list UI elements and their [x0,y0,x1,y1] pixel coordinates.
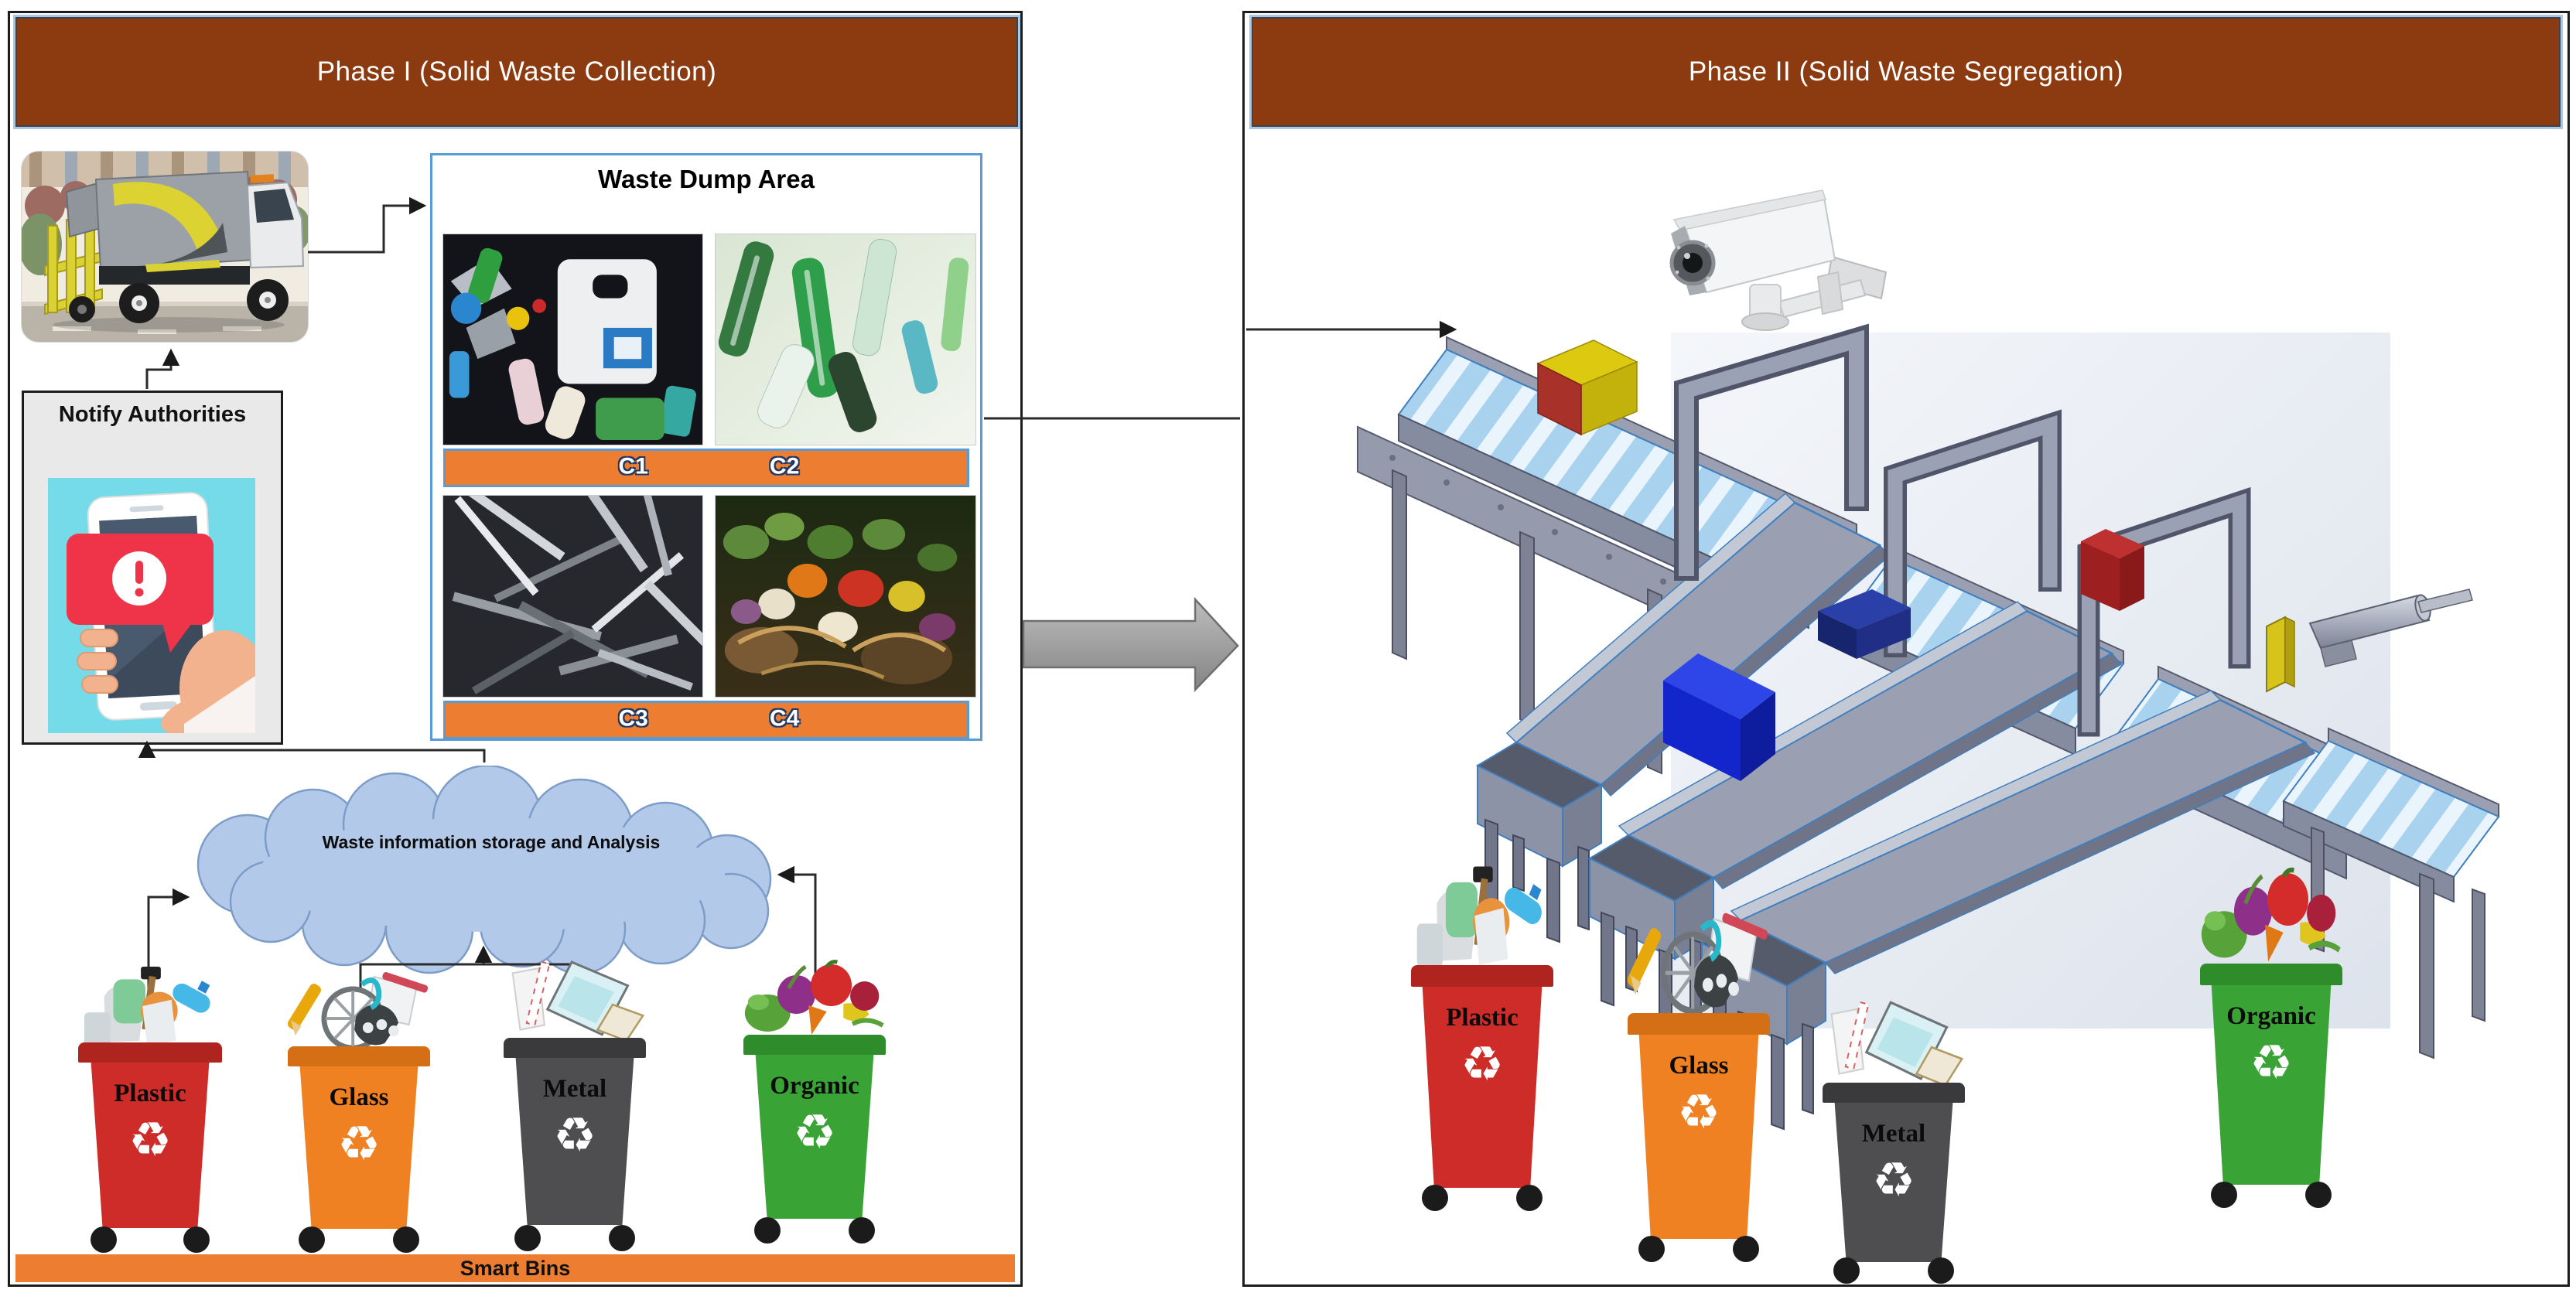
bin-lid [1823,1083,1965,1103]
bin-wheel [849,1217,875,1244]
photo-metal-waste [443,496,702,697]
bin-wheel [2305,1182,2332,1208]
bin-body: Organic ♻ [2211,985,2332,1185]
bin-label: Plastic [114,1080,186,1107]
bin-body: Organic ♻ [755,1055,874,1219]
gantry-frames [1674,323,2251,737]
category-bar-c3-c4: C3 C4 [443,701,969,739]
cloud-label: Waste information storage and Analysis [322,832,661,852]
chute-1 [1475,492,1891,943]
bin-body: Plastic ♻ [1422,987,1543,1188]
bin-glass-right: Glass ♻ [1623,911,1775,1264]
photo-plastic-waste [443,234,702,445]
phase1-header: Phase I (Solid Waste Collection) [15,17,1018,127]
hand [77,629,255,733]
bin-wheel [2211,1182,2237,1208]
metal-trash-icon [1818,999,1970,1090]
waste-dump-area-box: Waste Dump Area [430,153,982,741]
category-label-c3: C3 [618,705,648,732]
blue-box-on-chute [1663,653,1775,781]
bin-lid [1411,965,1553,987]
organic-trash-icon [2195,865,2347,971]
bin-wheel [1733,1236,1759,1262]
bin-organic-right: Organic ♻ [2195,865,2347,1209]
smart-bins-label: Smart Bins [460,1256,571,1280]
bin-wheel [1422,1185,1448,1211]
bin-wheel [1638,1236,1665,1262]
cctv-camera [1663,186,1911,371]
pusher-cylinder [2308,589,2473,667]
bin-body: Plastic ♻ [91,1063,210,1228]
bin-wheel [183,1226,210,1253]
recycle-icon: ♻ [128,1111,172,1168]
blue-gate-box [1818,589,1911,659]
bin-wheel [91,1226,117,1253]
red-slab [2081,529,2144,611]
yellow-plate [2266,616,2295,693]
bin-lid [504,1038,646,1058]
category-label-c2: C2 [769,453,800,479]
alert-bubble-icon [67,534,214,653]
bin-lid [78,1042,222,1063]
bin-plastic-right: Plastic ♻ [1406,865,1558,1211]
recycle-icon: ♻ [337,1115,381,1172]
phone-alert-illustration [48,478,255,733]
bin-wheel [514,1225,541,1251]
bin-body: Glass ♻ [299,1066,419,1229]
recycle-icon: ♻ [1461,1035,1504,1092]
organic-trash-icon [739,957,890,1042]
smart-bins-bar: Smart Bins [15,1254,1015,1282]
recycle-icon: ♻ [2250,1034,2293,1090]
photo-glass-waste [716,234,975,445]
chute-2 [1587,601,2123,1044]
bin-lid [743,1035,886,1055]
bin-lid [2200,964,2342,985]
phase2-header: Phase II (Solid Waste Segregation) [1252,17,2561,127]
bin-wheel [754,1217,781,1244]
metal-trash-icon [499,959,651,1046]
bin-body: Glass ♻ [1638,1035,1759,1239]
category-label-c1: C1 [618,453,648,479]
bin-organic-left: Organic ♻ [739,957,890,1244]
recycle-icon: ♻ [1872,1151,1915,1208]
bin-label: Organic [2226,1002,2316,1030]
bin-body: Metal ♻ [515,1058,634,1225]
phase-transition-arrow [1022,596,1239,693]
recycle-icon: ♻ [1677,1083,1720,1140]
yellow-waste-box [1536,339,1638,436]
waste-dump-area-title: Waste Dump Area [598,165,815,193]
bin-metal-right: Metal ♻ [1818,999,1970,1284]
bin-label: Metal [1861,1120,1926,1148]
category-label-c4: C4 [769,705,800,732]
glass-trash-icon [1623,911,1775,1021]
bin-label: Organic [770,1072,859,1100]
bin-label: Glass [329,1083,389,1111]
bin-body: Metal ♻ [1834,1103,1953,1262]
garbage-truck-image [22,152,308,342]
bin-wheel [1928,1257,1954,1284]
bin-plastic-left: Plastic ♻ [73,965,227,1253]
category-bar-c1-c2: C1 C2 [443,449,969,487]
bin-wheel [1833,1257,1860,1284]
bin-label: Glass [1669,1052,1729,1080]
notify-authorities-title: Notify Authorities [58,402,247,427]
cloud-shape [196,766,772,975]
bin-lid [1628,1013,1770,1035]
bin-glass-left: Glass ♻ [283,971,435,1253]
bin-wheel [609,1225,635,1251]
bin-lid [288,1046,430,1066]
bin-label: Plastic [1446,1004,1519,1032]
bin-label: Metal [542,1075,607,1103]
bin-wheel [393,1226,419,1253]
glass-trash-icon [283,971,435,1056]
bin-wheel [1516,1185,1543,1211]
bin-metal-left: Metal ♻ [499,959,651,1251]
photo-organic-waste [716,496,975,697]
bin-wheel [299,1226,325,1253]
recycle-icon: ♻ [553,1107,596,1163]
plastic-trash-icon [1406,865,1558,973]
recycle-icon: ♻ [793,1104,836,1160]
plastic-trash-icon [73,965,227,1052]
